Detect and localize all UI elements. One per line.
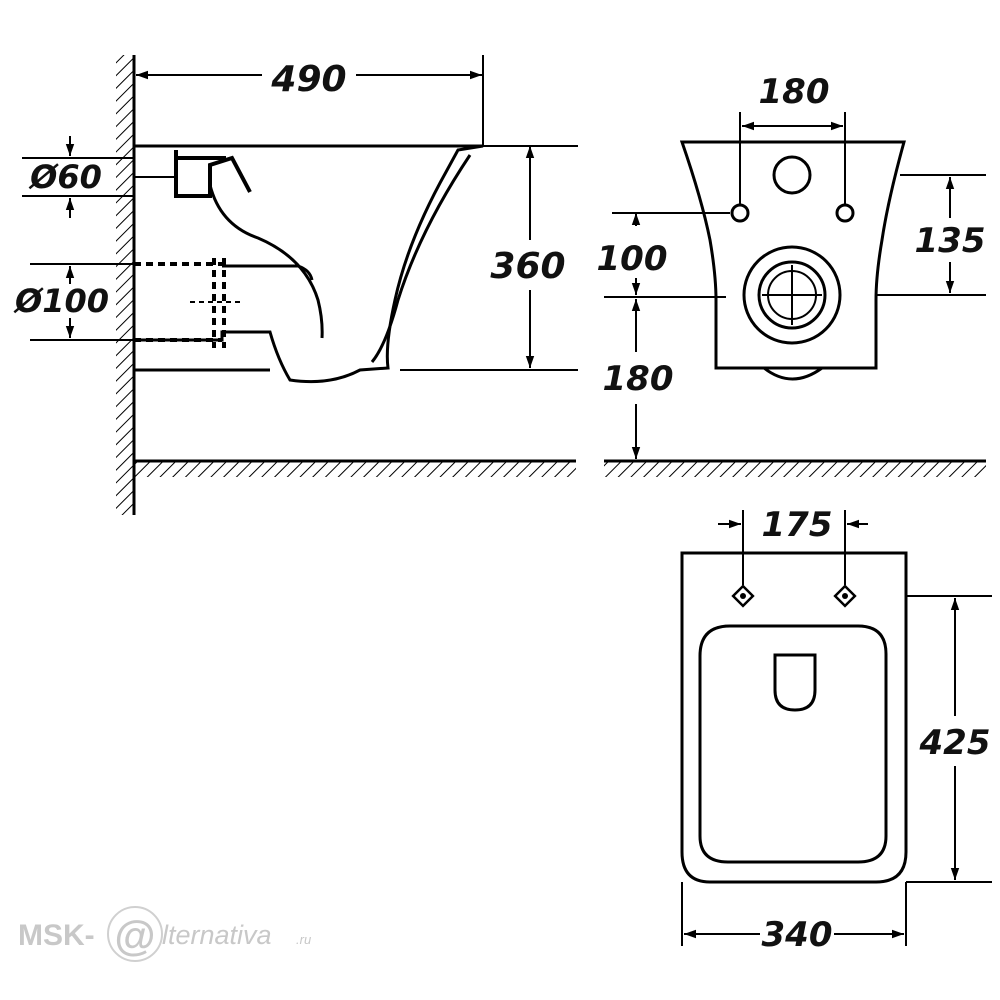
dim-top-bolt-spacing: 175 bbox=[762, 505, 833, 545]
dim-rear-floor-height: 180 bbox=[603, 359, 674, 399]
dim-outlet-diameter: Ø100 bbox=[13, 282, 109, 320]
top-inner-bowl bbox=[698, 624, 888, 864]
wall-hatching bbox=[116, 55, 134, 515]
rear-bottom-bulge bbox=[763, 366, 823, 381]
rear-bolt-right bbox=[835, 203, 855, 223]
watermark-brand-at: @ bbox=[115, 912, 156, 959]
watermark-domain: .ru bbox=[296, 932, 311, 947]
dim-top-width: 340 bbox=[762, 915, 833, 955]
dim-rear-bolt-spacing: 180 bbox=[759, 72, 830, 112]
rear-view: 180 135 100 180 bbox=[597, 72, 986, 477]
rear-outlet-mid bbox=[757, 260, 827, 330]
top-outline bbox=[680, 551, 908, 884]
inlet-nozzle bbox=[174, 150, 252, 198]
watermark-at-circle bbox=[107, 906, 163, 962]
top-bolt-right-dot bbox=[842, 593, 848, 599]
side-view: 490 360 Ø60 Ø100 bbox=[13, 55, 578, 515]
top-drain bbox=[773, 653, 817, 712]
top-view: 175 425 340 bbox=[680, 505, 992, 955]
rear-inlet-hole bbox=[772, 155, 812, 195]
bowl-outline bbox=[134, 144, 484, 384]
top-bolt-left-dot bbox=[740, 593, 746, 599]
dim-rear-inlet-offset: 135 bbox=[915, 221, 986, 261]
top-bolt-right bbox=[833, 584, 857, 608]
rear-bolt-left bbox=[730, 203, 750, 223]
dim-inlet-diameter: Ø60 bbox=[28, 158, 102, 196]
watermark-brand-right: lternativa bbox=[162, 920, 272, 950]
watermark-brand-left: MSK- bbox=[18, 919, 95, 952]
rear-outlet-outer bbox=[742, 245, 842, 345]
top-bolt-left bbox=[731, 584, 755, 608]
dim-side-height: 360 bbox=[490, 246, 565, 287]
watermark: MSK- @ lternativa .ru bbox=[18, 906, 311, 962]
dim-top-length: 425 bbox=[919, 723, 991, 763]
dim-rear-bolt-offset: 100 bbox=[597, 239, 668, 279]
bowl-inner-front bbox=[370, 154, 472, 363]
trap-channel bbox=[208, 184, 324, 339]
floor-hatching-right bbox=[604, 461, 986, 477]
rear-outline bbox=[679, 140, 906, 370]
floor-hatching-left bbox=[134, 461, 576, 477]
trap-inner bbox=[222, 264, 314, 281]
dim-side-width: 490 bbox=[270, 59, 346, 100]
